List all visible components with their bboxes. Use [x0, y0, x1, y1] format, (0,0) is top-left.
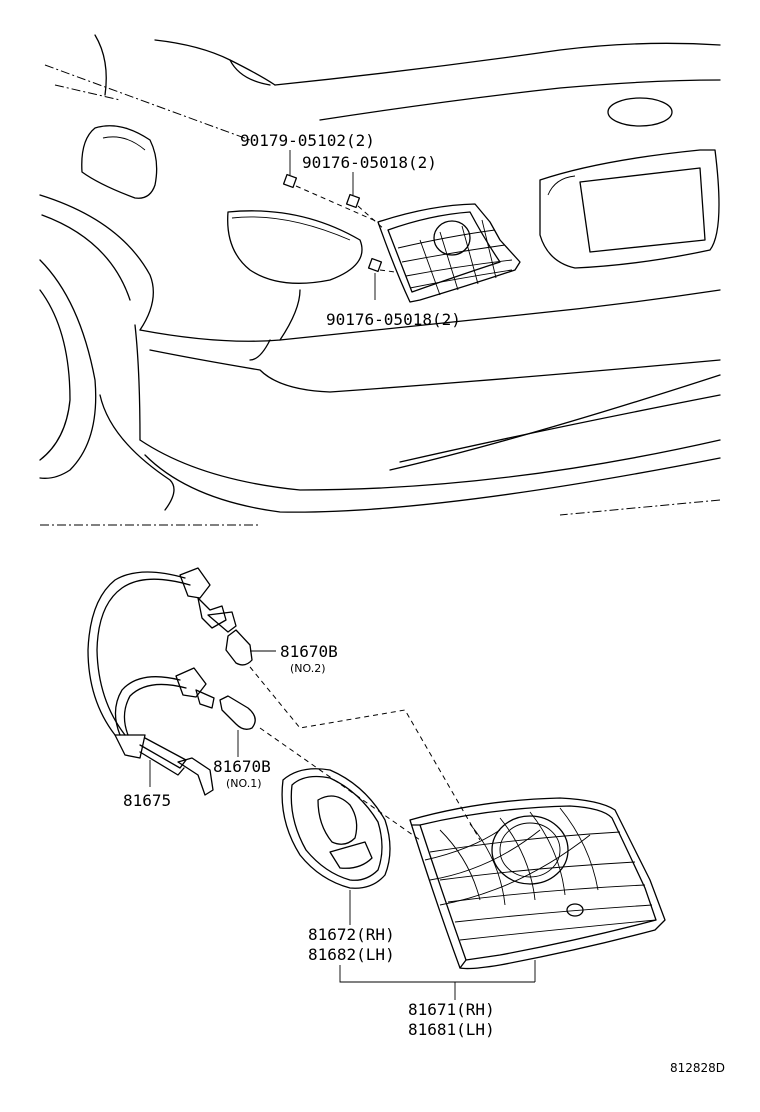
gasket-illustration	[281, 768, 391, 925]
label-lamp-rh: 81671(RH)	[408, 1000, 495, 1019]
tail-lamp-illustration	[409, 797, 666, 982]
label-bulb-no1-note: (NO.1)	[226, 777, 262, 790]
assembly-bracket	[339, 965, 535, 983]
label-bulb-no2-note: (NO.2)	[290, 662, 326, 675]
label-bulb-no1: 81670B	[213, 757, 271, 776]
wire-harness-illustration	[87, 567, 481, 841]
label-nut-top: 90176-05018(2)	[302, 153, 437, 172]
car-rear-body-illustration	[39, 34, 721, 526]
label-bulb-no2: 81670B	[280, 642, 338, 661]
label-bolt-top: 90179-05102(2)	[240, 131, 375, 150]
label-wire: 81675	[123, 791, 171, 810]
drawing-code: 812828D	[670, 1061, 725, 1075]
label-gasket-rh: 81672(RH)	[308, 925, 395, 944]
label-lamp-lh: 81681(LH)	[408, 1020, 495, 1039]
label-gasket-lh: 81682(LH)	[308, 945, 395, 964]
label-nut-bottom: 90176-05018(2)	[326, 310, 461, 329]
